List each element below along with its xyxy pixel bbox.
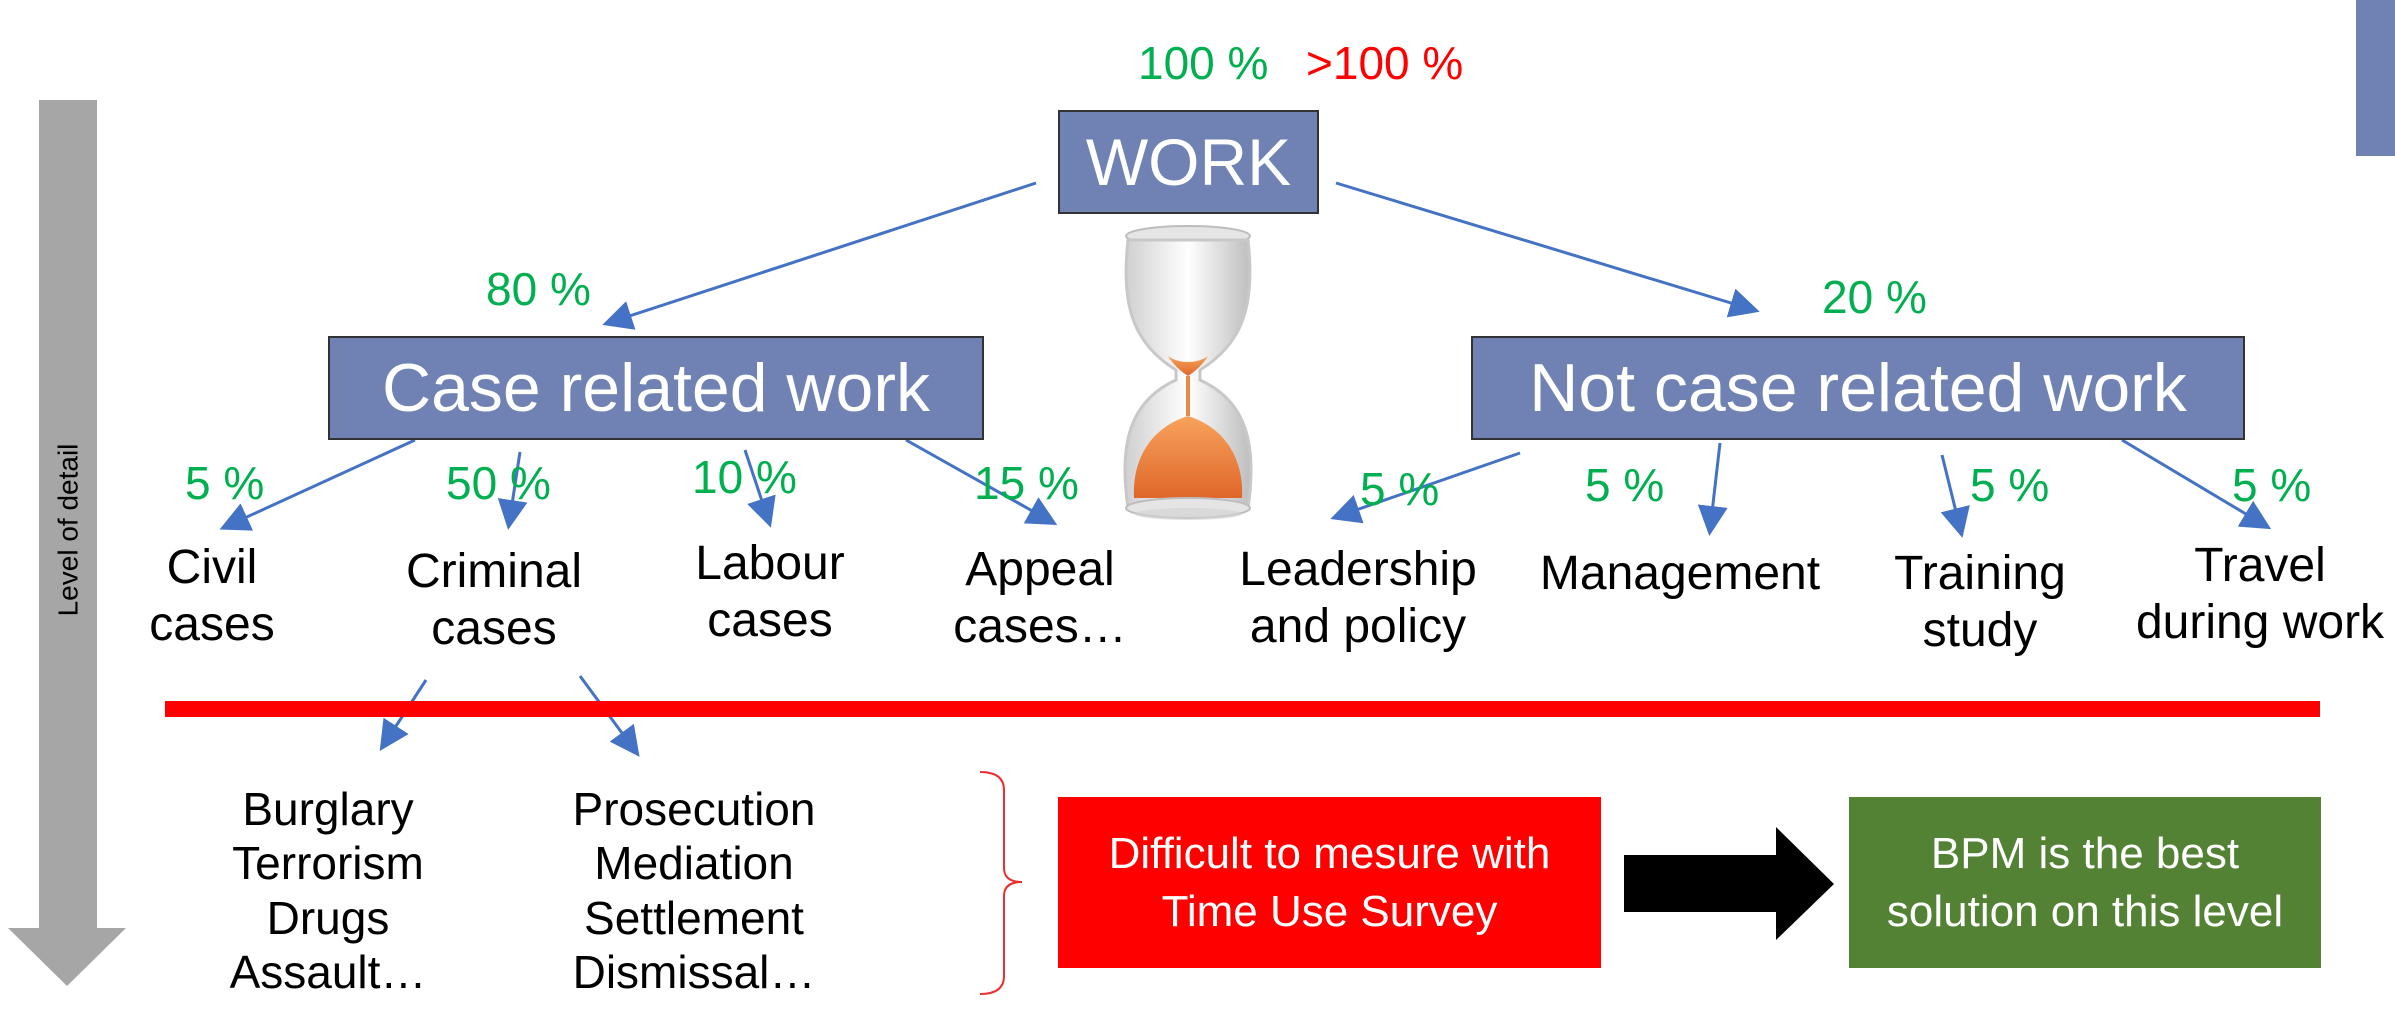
axis-label-level-of-detail: Level of detail (52, 443, 84, 617)
difficult-to-measure-box: Difficult to mesure with Time Use Survey (1058, 797, 1601, 968)
corner-accent-bar (2356, 0, 2395, 156)
civil-cases: Civil cases (149, 541, 275, 651)
arrow-to-leadership (1330, 451, 1521, 524)
arrow-to-training (1940, 454, 1970, 538)
appeal-cases: Appeal cases… (953, 543, 1127, 653)
arrow-to-travel (2121, 438, 2272, 530)
appeal-pct: 15 % (974, 457, 1079, 509)
arrow-to-management (1697, 442, 1728, 536)
travel-during-work: Travel during work (2135, 539, 2385, 649)
block-arrow-right (1624, 827, 1834, 940)
work-node-label: WORK (1085, 125, 1292, 199)
procedure-types-list: Prosecution Mediation Settlement Dismiss… (572, 783, 816, 998)
detail-threshold-line (165, 701, 2320, 717)
travel-pct: 5 % (2232, 459, 2312, 511)
criminal-cases: Criminal cases (405, 545, 583, 655)
noncase-related-label: Not case related work (1529, 350, 2187, 426)
work-node: WORK (1058, 110, 1319, 214)
arrow-work-to-noncase (1335, 181, 1760, 318)
labour-pct: 10 % (692, 451, 797, 503)
case-related-pct: 80 % (486, 263, 591, 315)
management: Management (1539, 547, 1821, 600)
arrow-to-civil (219, 438, 416, 531)
crime-types-list: Burglary Terrorism Drugs Assault… (229, 783, 427, 998)
noncase-related-pct: 20 % (1822, 271, 1927, 323)
grouping-bracket (979, 771, 1023, 995)
root-pct-over: >100 % (1306, 37, 1464, 89)
labour-cases: Labour cases (695, 537, 845, 647)
arrow-to-criminal (497, 451, 528, 530)
criminal-pct: 50 % (446, 457, 551, 509)
civil-pct: 5 % (185, 457, 265, 509)
bpm-solution-box: BPM is the best solution on this level (1849, 797, 2321, 968)
arrow-to-appeal (905, 438, 1058, 525)
case-related-node: Case related work (328, 336, 984, 440)
case-related-label: Case related work (381, 350, 931, 426)
arrow-work-to-case (602, 181, 1037, 330)
leadership-and-policy: Leadership and policy (1239, 543, 1477, 653)
training-study: Training study (1894, 547, 2066, 657)
level-of-detail-arrow (8, 100, 126, 986)
arrow-to-labour (743, 449, 776, 528)
hourglass-icon (1123, 225, 1253, 520)
training-pct: 5 % (1970, 459, 2050, 511)
noncase-related-node: Not case related work (1471, 336, 2245, 440)
management-pct: 5 % (1585, 459, 1665, 511)
leadership-pct: 5 % (1360, 463, 1440, 515)
root-pct-ok: 100 % (1138, 37, 1269, 89)
